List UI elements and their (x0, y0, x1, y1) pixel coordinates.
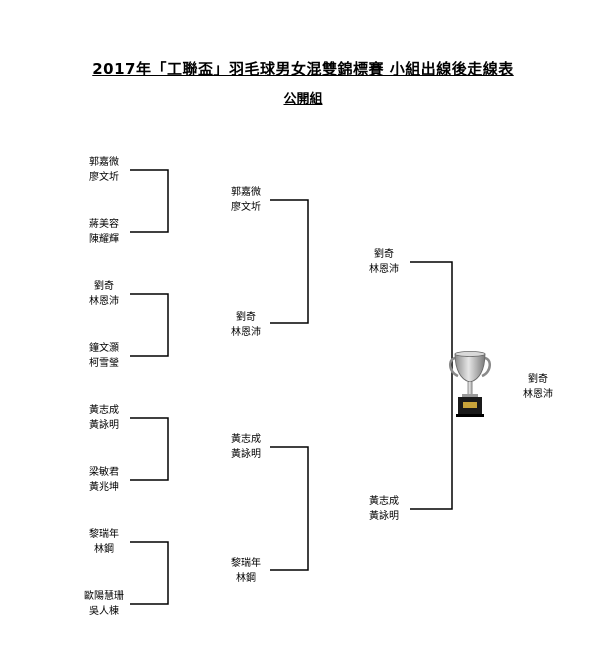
player-name: 蔣美容 (89, 219, 119, 230)
round1-pair-3: 劉奇 林恩沛 (64, 279, 144, 309)
bracket-connector (130, 169, 169, 233)
player-name: 林恩沛 (89, 296, 119, 307)
player-name: 黎瑞年 (89, 529, 119, 540)
group-subtitle: 公開組 (283, 92, 323, 107)
player-name: 黃詠明 (231, 449, 261, 460)
champion-pair: 劉奇 林恩沛 (498, 372, 578, 402)
bracket-connector (130, 417, 169, 481)
player-name: 黃詠明 (369, 511, 399, 522)
player-name: 林鋼 (94, 544, 114, 555)
player-name: 劉奇 (528, 374, 548, 385)
player-name: 柯雪瑩 (89, 358, 119, 369)
bracket-connector (270, 446, 309, 571)
round2-pair-2: 劉奇 林恩沛 (206, 310, 286, 340)
bracket-connector (410, 261, 453, 510)
round1-pair-4: 鐘文灝 柯雪瑩 (64, 341, 144, 371)
player-name: 吳人棟 (89, 606, 119, 617)
player-name: 林恩沛 (523, 389, 553, 400)
semifinal-pair-1: 劉奇 林恩沛 (344, 247, 424, 277)
player-name: 郭嘉微 (231, 187, 261, 198)
trophy-icon (449, 351, 491, 417)
round2-pair-1: 郭嘉微 廖文圻 (206, 185, 286, 215)
player-name: 黃志成 (369, 496, 399, 507)
round1-pair-6: 梁敏君 黃兆坤 (64, 465, 144, 495)
round1-pair-7: 黎瑞年 林鋼 (64, 527, 144, 557)
round1-pair-1: 郭嘉微 廖文圻 (64, 155, 144, 185)
page-title: 2017年「工聯盃」羽毛球男女混雙錦標賽 小組出線後走線表 (92, 60, 514, 78)
player-name: 郭嘉微 (89, 157, 119, 168)
player-name: 林鋼 (236, 573, 256, 584)
player-name: 陳耀輝 (89, 234, 119, 245)
player-name: 歐陽慧珊 (84, 591, 124, 602)
player-name: 劉奇 (374, 249, 394, 260)
player-name: 梁敏君 (89, 467, 119, 478)
player-name: 廖文圻 (89, 172, 119, 183)
player-name: 劉奇 (236, 312, 256, 323)
player-name: 黃詠明 (89, 420, 119, 431)
round2-pair-3: 黃志成 黃詠明 (206, 432, 286, 462)
player-name: 黃兆坤 (89, 482, 119, 493)
player-name: 劉奇 (94, 281, 114, 292)
player-name: 黃志成 (89, 405, 119, 416)
player-name: 黃志成 (231, 434, 261, 445)
bracket-connector (130, 541, 169, 605)
round2-pair-4: 黎瑞年 林鋼 (206, 556, 286, 586)
player-name: 林恩沛 (231, 327, 261, 338)
player-name: 林恩沛 (369, 264, 399, 275)
player-name: 黎瑞年 (231, 558, 261, 569)
player-name: 廖文圻 (231, 202, 261, 213)
semifinal-pair-2: 黃志成 黃詠明 (344, 494, 424, 524)
player-name: 鐘文灝 (89, 343, 119, 354)
round1-pair-2: 蔣美容 陳耀輝 (64, 217, 144, 247)
round1-pair-8: 歐陽慧珊 吳人棟 (64, 589, 144, 619)
bracket-connector (130, 293, 169, 357)
round1-pair-5: 黃志成 黃詠明 (64, 403, 144, 433)
bracket-connector (270, 199, 309, 324)
